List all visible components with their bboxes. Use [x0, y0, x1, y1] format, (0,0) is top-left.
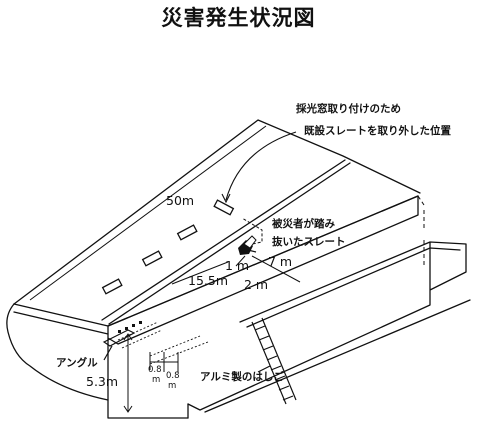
ridge-line-2 — [108, 162, 351, 325]
slate-grid — [149, 335, 201, 357]
angle-stripe — [125, 327, 128, 330]
victim-annotation-line1: 被災者が踏み — [272, 217, 335, 230]
dim-unit-m-a: m — [152, 375, 160, 385]
dim-arrow-top — [123, 333, 133, 341]
skylight-leader-arrow — [221, 193, 231, 204]
dim-label-15-5m: 15.5m — [188, 273, 228, 288]
dim-label-1m: 1 m — [225, 258, 249, 273]
victim-path — [241, 217, 263, 247]
ladder-rung — [254, 325, 294, 401]
angle-stripe — [139, 321, 142, 324]
dim-arrow-bottom — [123, 405, 133, 413]
ladder-label: アルミ製のはしご — [200, 370, 284, 383]
dim-leader-7m — [251, 255, 301, 283]
skylight-opening — [213, 199, 235, 216]
dim-label-7m: 7 m — [268, 254, 292, 269]
building-left-curve — [6, 303, 109, 401]
skylight-opening — [176, 224, 198, 241]
skylight-opening — [141, 250, 163, 267]
lower-wing — [187, 241, 467, 411]
dim-leader-15 — [171, 261, 229, 285]
ladder-leader — [257, 365, 271, 373]
dim-unit-m-b: m — [168, 381, 176, 391]
dim-leader-1m — [235, 255, 246, 267]
angle-label: アングル — [56, 356, 98, 369]
dim-ticks-0-8 — [149, 352, 179, 372]
ladder-rail-left — [251, 321, 287, 405]
skylight-annotation-line1: 採光窓取り付けのため — [296, 102, 401, 115]
lower-wing-edge — [246, 247, 461, 328]
page-title: 災害発生状況図 — [161, 6, 316, 30]
skylight-leader — [225, 131, 297, 201]
falling-person-icon — [238, 235, 257, 255]
skylight-annotation-line2: 既設スレートを取り外した位置 — [304, 124, 451, 137]
dim-label-2m: 2 m — [244, 277, 268, 292]
skylight-opening — [101, 278, 123, 295]
victim-annotation-line2: 抜いたスレート — [272, 235, 346, 248]
ridge-line — [101, 159, 346, 321]
slate-grid — [121, 329, 163, 349]
cornice — [13, 195, 419, 335]
dim-label-0-8a: 0.8 — [148, 365, 162, 375]
angle-stripe — [118, 330, 121, 333]
dim-label-0-8b: 0.8 — [166, 371, 180, 381]
dim-label-50m: 50m — [166, 193, 194, 208]
roof-far-edge — [13, 119, 421, 305]
building-front-face — [107, 195, 419, 419]
angle-stripe — [132, 324, 135, 327]
dashed-corner — [417, 195, 425, 268]
dim-line-50m — [29, 125, 267, 301]
ladder-rail-right — [261, 317, 297, 401]
angle-leader — [103, 345, 113, 361]
lower-wing-bottom — [204, 299, 471, 413]
dim-label-5-3m: 5.3m — [86, 374, 118, 389]
slate-grid — [117, 321, 159, 341]
roof-near-edge — [13, 195, 419, 327]
